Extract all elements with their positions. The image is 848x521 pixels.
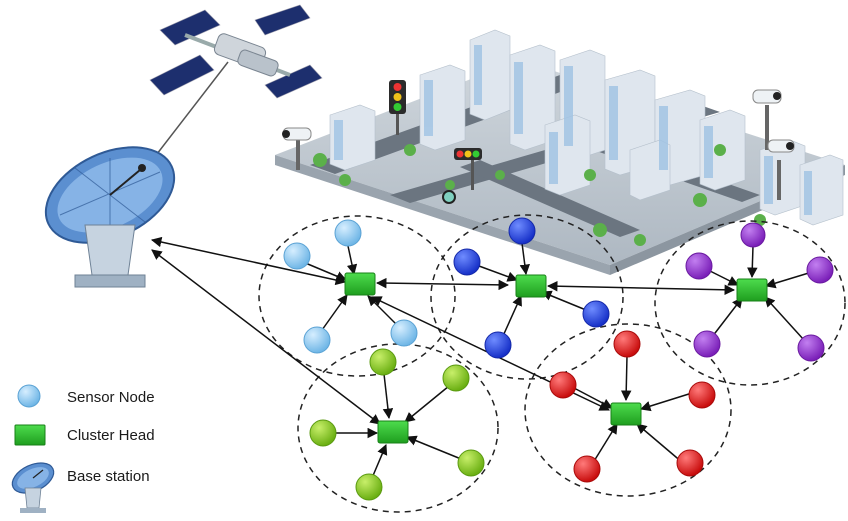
legend-base-station-icon	[11, 462, 55, 513]
satellite-link	[149, 61, 229, 164]
cluster-c-nodes	[685, 222, 834, 362]
sensor-node	[283, 242, 311, 270]
sensor-node	[685, 252, 713, 280]
cluster-heads	[344, 272, 768, 444]
cluster-head	[377, 420, 409, 444]
legend-base-station-label: Base station	[67, 468, 150, 485]
cluster-d-nodes	[309, 348, 485, 501]
sensor-node	[390, 319, 418, 347]
sensor-node	[806, 256, 834, 284]
legend-cluster-head-label: Cluster Head	[67, 427, 155, 444]
sensor-node	[442, 364, 470, 392]
sensor-node	[573, 455, 601, 483]
smart-city-illustration	[275, 29, 845, 275]
legend: Sensor Node Cluster Head Base station	[11, 384, 155, 513]
satellite-icon	[149, 4, 323, 99]
cctv-camera-icon	[767, 139, 795, 200]
sensor-node	[355, 473, 383, 501]
sensor-node	[693, 330, 721, 358]
traffic-light-icon	[389, 80, 406, 135]
sensor-node	[613, 330, 641, 358]
cluster-head	[344, 272, 376, 296]
sensor-node	[549, 371, 577, 399]
cluster-boundary	[654, 220, 846, 386]
sensor-node	[688, 381, 716, 409]
cluster-a-nodes	[283, 219, 418, 354]
cluster-head	[736, 278, 768, 302]
cluster-e-nodes	[549, 330, 716, 483]
sensor-node	[676, 449, 704, 477]
sensor-node	[582, 300, 610, 328]
sensor-node	[453, 248, 481, 276]
legend-cluster-head-swatch	[14, 424, 46, 446]
sensor-node	[457, 449, 485, 477]
cluster-head	[610, 402, 642, 426]
sensor-node	[309, 419, 337, 447]
sensor-node	[334, 219, 362, 247]
sensor-node	[508, 217, 536, 245]
links	[150, 236, 813, 479]
cluster-head	[515, 274, 547, 298]
sensor-node	[303, 326, 331, 354]
traffic-light-icon	[454, 148, 482, 190]
cctv-camera-icon	[282, 127, 312, 170]
legend-sensor-node-swatch	[17, 384, 41, 408]
base-station-dish-icon	[44, 146, 176, 288]
cctv-camera-icon	[752, 89, 782, 150]
sensor-node	[740, 222, 766, 248]
sensor-node	[797, 334, 825, 362]
sensor-node	[369, 348, 397, 376]
cluster-b-nodes	[453, 217, 610, 359]
legend-sensor-node-label: Sensor Node	[67, 389, 155, 406]
sensor-node	[484, 331, 512, 359]
